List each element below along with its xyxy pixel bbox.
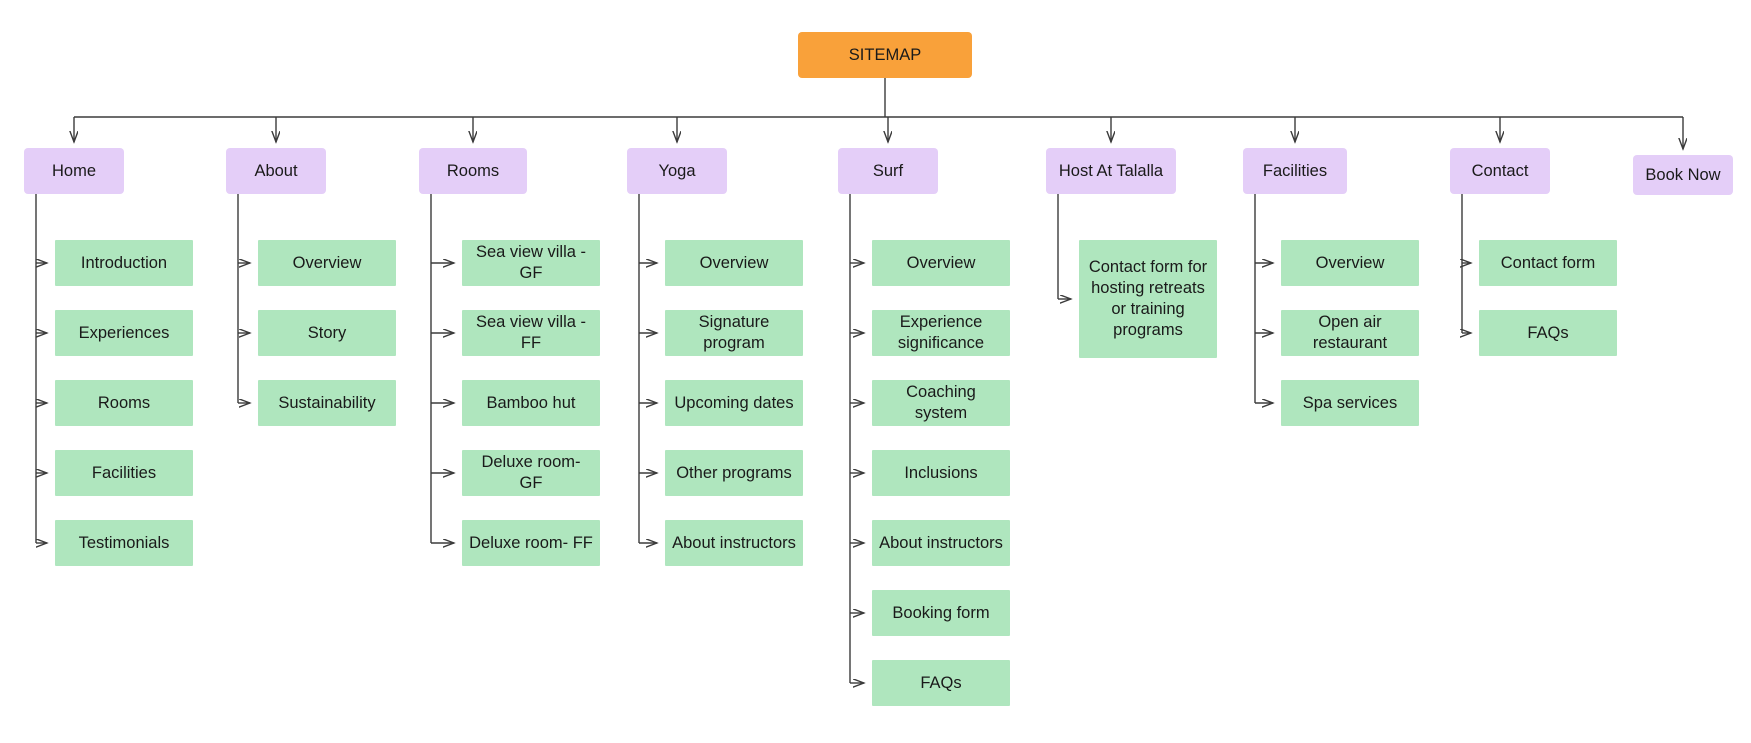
page-node-host-at-talalla-contact-form-for-hosting-retreats-or-tra[interactable]: Contact form for hosting retreats or tra…	[1079, 240, 1217, 358]
section-node-yoga[interactable]: Yoga	[627, 148, 727, 194]
page-node-yoga-upcoming-dates[interactable]: Upcoming dates	[665, 380, 803, 426]
section-node-host-at-talalla[interactable]: Host At Talalla	[1046, 148, 1176, 194]
page-node-yoga-overview[interactable]: Overview	[665, 240, 803, 286]
page-node-yoga-signature-program[interactable]: Signature program	[665, 310, 803, 356]
page-node-rooms-sea-view-villa-ff[interactable]: Sea view villa - FF	[462, 310, 600, 356]
page-node-rooms-bamboo-hut[interactable]: Bamboo hut	[462, 380, 600, 426]
page-node-home-facilities[interactable]: Facilities	[55, 450, 193, 496]
page-node-about-sustainability[interactable]: Sustainability	[258, 380, 396, 426]
page-node-surf-faqs[interactable]: FAQs	[872, 660, 1010, 706]
page-node-facilities-overview[interactable]: Overview	[1281, 240, 1419, 286]
page-node-surf-booking-form[interactable]: Booking form	[872, 590, 1010, 636]
page-node-surf-experience-significance[interactable]: Experience significance	[872, 310, 1010, 356]
page-node-rooms-sea-view-villa-gf[interactable]: Sea view villa - GF	[462, 240, 600, 286]
page-node-surf-inclusions[interactable]: Inclusions	[872, 450, 1010, 496]
section-node-home[interactable]: Home	[24, 148, 124, 194]
page-node-surf-coaching-system[interactable]: Coaching system	[872, 380, 1010, 426]
page-node-surf-about-instructors[interactable]: About instructors	[872, 520, 1010, 566]
page-node-surf-overview[interactable]: Overview	[872, 240, 1010, 286]
page-node-home-testimonials[interactable]: Testimonials	[55, 520, 193, 566]
section-node-book-now[interactable]: Book Now	[1633, 155, 1733, 195]
section-node-facilities[interactable]: Facilities	[1243, 148, 1347, 194]
section-node-about[interactable]: About	[226, 148, 326, 194]
page-node-facilities-open-air-restaurant[interactable]: Open air restaurant	[1281, 310, 1419, 356]
page-node-contact-faqs[interactable]: FAQs	[1479, 310, 1617, 356]
page-node-contact-contact-form[interactable]: Contact form	[1479, 240, 1617, 286]
page-node-yoga-other-programs[interactable]: Other programs	[665, 450, 803, 496]
section-node-contact[interactable]: Contact	[1450, 148, 1550, 194]
page-node-facilities-spa-services[interactable]: Spa services	[1281, 380, 1419, 426]
root-node-sitemap[interactable]: SITEMAP	[798, 32, 972, 78]
page-node-about-overview[interactable]: Overview	[258, 240, 396, 286]
page-node-home-experiences[interactable]: Experiences	[55, 310, 193, 356]
page-node-yoga-about-instructors[interactable]: About instructors	[665, 520, 803, 566]
page-node-about-story[interactable]: Story	[258, 310, 396, 356]
page-node-home-introduction[interactable]: Introduction	[55, 240, 193, 286]
page-node-home-rooms[interactable]: Rooms	[55, 380, 193, 426]
page-node-rooms-deluxe-room-gf[interactable]: Deluxe room- GF	[462, 450, 600, 496]
section-node-surf[interactable]: Surf	[838, 148, 938, 194]
page-node-rooms-deluxe-room-ff[interactable]: Deluxe room- FF	[462, 520, 600, 566]
section-node-rooms[interactable]: Rooms	[419, 148, 527, 194]
